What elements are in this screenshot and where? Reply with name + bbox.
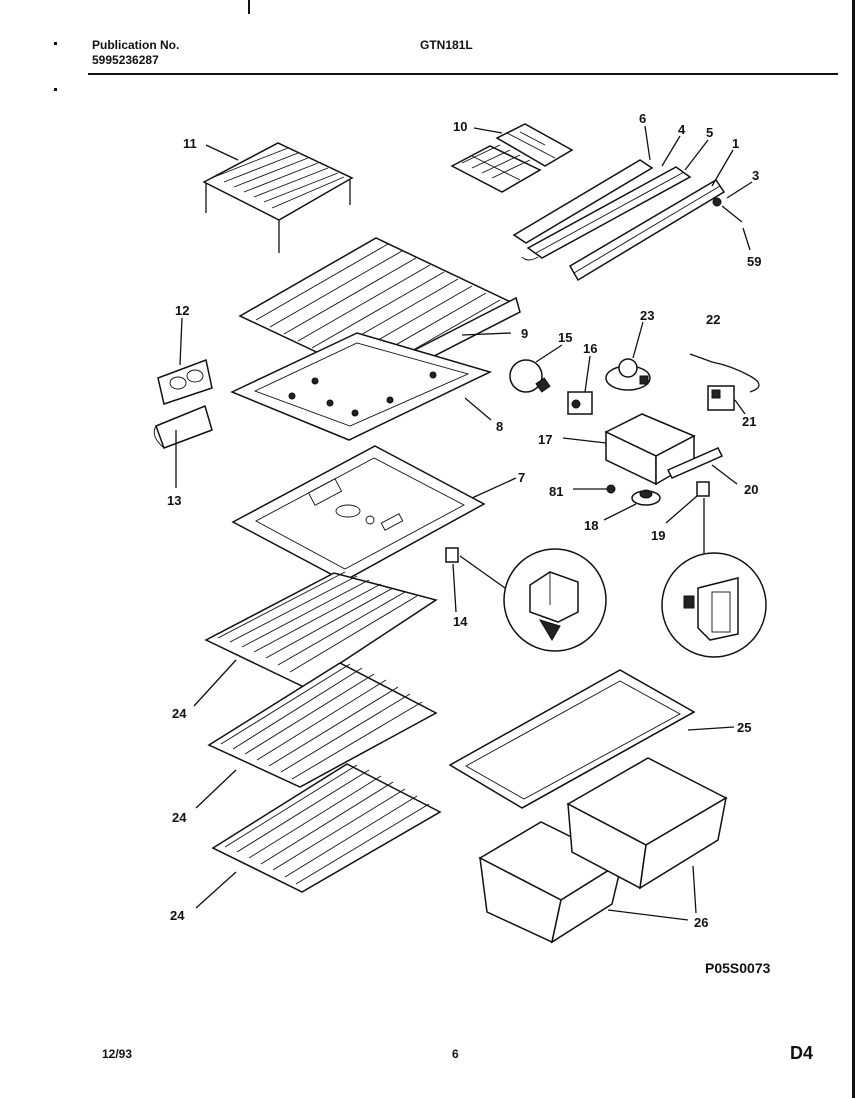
callout-12: 12: [175, 303, 189, 318]
callout-21: 21: [742, 414, 756, 429]
top-border-mark: [248, 0, 250, 14]
ice-cube-trays: [450, 123, 574, 193]
control-knob: [631, 489, 661, 506]
callout-7: 7: [518, 470, 525, 485]
callout-18: 18: [584, 518, 598, 533]
crisper-drawer-back: [566, 757, 728, 890]
callout-59: 59: [747, 254, 761, 269]
control-shield: [666, 447, 724, 479]
light-switch: [696, 481, 710, 497]
wire-shelf-1: [204, 571, 438, 688]
crisper-cover: [448, 669, 696, 809]
crisper-drawer-front: [478, 821, 624, 944]
footer-section: D4: [790, 1043, 814, 1063]
callout-26: 26: [694, 915, 708, 930]
callout-19: 19: [651, 528, 665, 543]
callout-4: 4: [678, 122, 686, 137]
footer-date: 12/93: [102, 1047, 133, 1061]
callout-labels: 11 10 6 4 5 1 3 59 12 9 15 16 23 22 8 21…: [167, 111, 761, 930]
door-bins: [153, 358, 213, 449]
sensor-wire: [689, 353, 760, 393]
callout-10: 10: [453, 119, 467, 134]
thermostat: [605, 358, 651, 391]
callout-16: 16: [583, 341, 597, 356]
callout-3: 3: [752, 168, 759, 183]
publication-number: 5995236287: [92, 53, 159, 67]
callout-14: 14: [453, 614, 468, 629]
callout-6: 6: [639, 111, 646, 126]
model-number: GTN181L: [420, 38, 473, 52]
ceiling-panel: [231, 445, 486, 582]
callout-13: 13: [167, 493, 181, 508]
callout-5: 5: [706, 125, 713, 140]
left-mark-1: [54, 42, 57, 45]
small-switch: [445, 547, 506, 589]
callout-24-middle: 24: [172, 810, 187, 825]
callout-8: 8: [496, 419, 503, 434]
header-rule: [88, 73, 838, 75]
divider-panel: [230, 332, 493, 441]
light-bulb: [509, 359, 551, 393]
callout-9: 9: [521, 326, 528, 341]
callout-22: 22: [706, 312, 720, 327]
footer-page-number: 6: [452, 1047, 459, 1061]
leader-lines: [175, 125, 753, 921]
detail-view-left: [503, 548, 607, 652]
detail-view-right: [661, 498, 767, 658]
callout-15: 15: [558, 330, 572, 345]
callout-24-bottom: 24: [170, 908, 185, 923]
callout-11: 11: [183, 136, 197, 151]
callout-25: 25: [737, 720, 751, 735]
publication-label: Publication No.: [92, 38, 180, 52]
wire-shelf-2: [207, 662, 438, 788]
callout-23: 23: [640, 308, 654, 323]
rail-assembly: [512, 159, 743, 282]
diagram-code: P05S0073: [705, 960, 771, 976]
callout-1: 1: [732, 136, 739, 151]
freezer-wire-shelf: [202, 142, 354, 253]
light-socket: [567, 391, 593, 415]
callout-17: 17: [538, 432, 552, 447]
left-mark-2: [54, 88, 57, 91]
callout-24-top: 24: [172, 706, 187, 721]
wire-shelf-3: [211, 763, 442, 893]
control-housing: [604, 413, 696, 486]
callout-81: 81: [549, 484, 563, 499]
screw: [606, 484, 616, 494]
switch-housing: [707, 385, 735, 411]
right-border-line: [852, 0, 855, 1098]
callout-20: 20: [744, 482, 758, 497]
